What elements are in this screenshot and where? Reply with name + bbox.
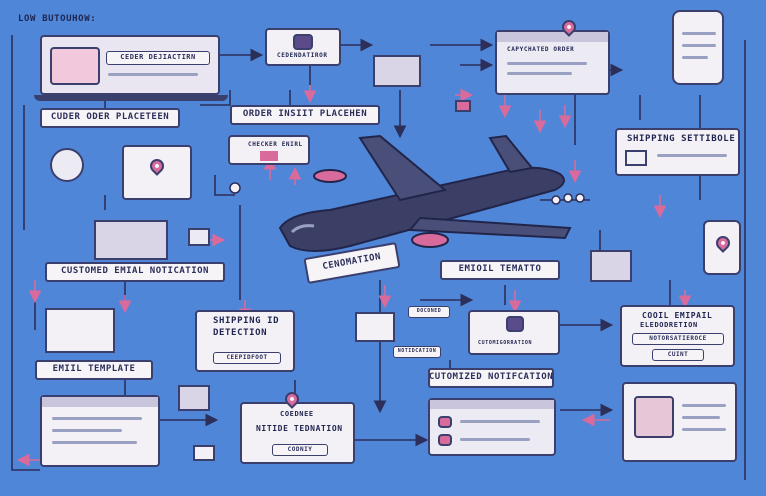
label-top-screen: CEDER DEJIACTIRN: [106, 51, 210, 65]
bottom-center-card: COEDNEE NITIDE TEDNATION CODNIY: [240, 402, 355, 464]
label-shipping-detection-1: SHIPPING ID: [213, 316, 280, 326]
label-email-template-mid: EMIOIL TEMATTO: [440, 260, 560, 280]
small-tag-2: NOTIDCATION: [393, 346, 441, 358]
label-shipping-detection-2: DETECTION: [213, 328, 268, 338]
label-customized-notification: CUTOMIZED NOTIFCATION: [428, 368, 554, 388]
top-middle-card: CEDENDATIROR: [265, 28, 341, 66]
smartphone-icon: [703, 220, 741, 275]
label-order-envelope: CHECKER ENIRL: [248, 141, 303, 148]
avatar-icon: [293, 34, 313, 50]
envelope-icon: [193, 445, 215, 461]
label-order-bar: ORDER INSIIT PLACEHEN: [230, 105, 380, 125]
laptop-icon: CEDER DEJIACTIRN: [40, 35, 220, 95]
package-icon: [178, 385, 210, 411]
envelope-icon: [625, 150, 647, 166]
gauge-icon: [50, 148, 84, 182]
open-box-icon: [45, 308, 115, 353]
package-icon: [590, 250, 632, 282]
shipping-detection-card: SHIPPING ID DETECTION CEEPIDFOOT: [195, 310, 295, 372]
location-card: [122, 145, 192, 200]
top-right-browser: CAPYCHATED ORDER: [495, 30, 610, 95]
location-pin-icon: [713, 233, 733, 253]
open-box-icon: [355, 312, 395, 342]
label-mid-top: CEDENDATIROR: [277, 52, 328, 59]
label-order-left: CUDER ODER PLACETEEN: [40, 108, 180, 128]
cooil-email-card: COOIL EMIPAIL ELEDODRETION NOTORSATIEROC…: [620, 305, 735, 367]
shipping-detection-button[interactable]: CEEPIDFOOT: [213, 352, 281, 364]
envelope-icon: [455, 100, 471, 112]
image-icon: [50, 47, 100, 85]
label-cooil-1: COOIL EMIPAIL: [642, 311, 713, 320]
location-pin-icon: [147, 156, 167, 176]
envelope-icon: [260, 151, 278, 161]
diagram-title: LOW BUTOUHOW:: [18, 14, 97, 24]
small-screen: [188, 228, 210, 246]
envelope-card: CHECKER ENIRL: [228, 135, 310, 165]
shipping-card: SHIPPING SETTIBOLE: [615, 128, 740, 176]
label-bottom-2: NITIDE TEDNATION: [256, 424, 343, 433]
label-top-right-screen: CAPYCHATED ORDER: [507, 46, 575, 53]
label-bottom-1: COEDNEE: [280, 410, 314, 418]
label-customed-email: CUSTOMED EMIAL NOTICATION: [45, 262, 225, 282]
bottom-center-browser: [428, 398, 556, 456]
bottom-right-card: [622, 382, 737, 462]
label-email-template-left: EMIIL TEMPLATE: [35, 360, 153, 380]
label-shipping-top-right: SHIPPING SETTIBOLE: [627, 134, 736, 144]
text-line: [108, 73, 198, 76]
smartphone-icon: [672, 10, 724, 85]
browser-bar: [497, 32, 608, 42]
laptop-base: [34, 95, 228, 101]
airplane-icon: [278, 134, 572, 252]
bottom-button[interactable]: CODNIY: [272, 444, 328, 456]
package-icon: [94, 220, 168, 260]
label-center-card: CUTOMIGORRATION: [478, 340, 533, 346]
package-icon: [373, 55, 421, 87]
cooil-button-1[interactable]: NOTORSATIEROCE: [632, 333, 724, 345]
label-cooil-2: ELEDODRETION: [640, 321, 698, 329]
small-tag-1: DOCONED: [408, 306, 450, 318]
center-card: CUTOMIGORRATION: [468, 310, 560, 355]
bottom-left-browser: [40, 395, 160, 467]
profile-icon: [634, 396, 674, 438]
avatar-icon: [506, 316, 524, 332]
cooil-button-2[interactable]: CUINT: [652, 349, 704, 361]
